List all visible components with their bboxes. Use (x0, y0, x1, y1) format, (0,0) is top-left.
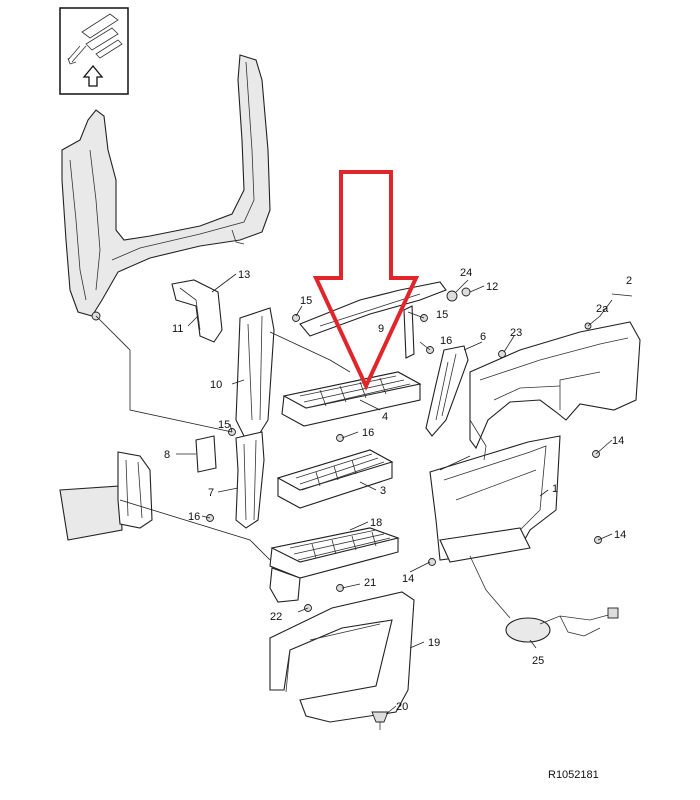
label-2: 2 (626, 275, 632, 287)
label-20: 20 (396, 701, 408, 713)
label-16-left: 16 (188, 511, 200, 523)
label-16-middle: 16 (362, 427, 374, 439)
label-2a: 2a (596, 303, 609, 315)
part-25-cable-lamp (469, 555, 619, 643)
label-22: 22 (270, 611, 282, 623)
label-15-right: 15 (436, 309, 448, 321)
part-6-side-panel (425, 345, 469, 437)
part-18-lower-step (269, 527, 400, 603)
label-21: 21 (364, 577, 376, 589)
step-mount-bracket (59, 451, 153, 541)
part-8-bracket (195, 435, 217, 473)
label-25: 25 (532, 655, 544, 667)
label-16-right: 16 (440, 335, 452, 347)
label-14-right-lower: 14 (614, 529, 626, 541)
label-9: 9 (378, 323, 384, 335)
label-24: 24 (460, 267, 472, 279)
part-3-middle-step (276, 449, 394, 509)
orientation-inset-icon (59, 7, 129, 95)
label-10: 10 (210, 379, 222, 391)
part-labels: 1 2 2a 3 4 6 7 8 9 10 11 12 13 14 14 14 … (164, 267, 632, 713)
label-13: 13 (238, 269, 250, 281)
label-12: 12 (486, 281, 498, 293)
label-7: 7 (208, 487, 214, 499)
part-11-bracket (171, 279, 223, 343)
label-1: 1 (552, 483, 558, 495)
label-19: 19 (428, 637, 440, 649)
part-7-bracket (235, 431, 265, 529)
red-down-arrow-icon (312, 170, 420, 391)
label-15-top: 15 (300, 295, 312, 307)
reference-code: R1052181 (548, 769, 599, 781)
part-2-fender-panel (469, 321, 641, 461)
label-8: 8 (164, 449, 170, 461)
label-18: 18 (370, 517, 382, 529)
label-23: 23 (510, 327, 522, 339)
leader-lines (95, 273, 633, 715)
part-4-upper-step (281, 371, 422, 427)
fasteners (206, 287, 602, 730)
part-10-bracket (235, 307, 275, 441)
label-6: 6 (480, 331, 486, 343)
label-15-left: 15 (218, 419, 230, 431)
label-11: 11 (172, 323, 183, 335)
part-1-step-box (429, 435, 561, 563)
label-14-bottom: 14 (402, 573, 414, 585)
part-19-step-housing (269, 591, 415, 723)
label-3: 3 (380, 485, 386, 497)
label-4: 4 (382, 411, 388, 423)
label-14-right-upper: 14 (612, 435, 624, 447)
